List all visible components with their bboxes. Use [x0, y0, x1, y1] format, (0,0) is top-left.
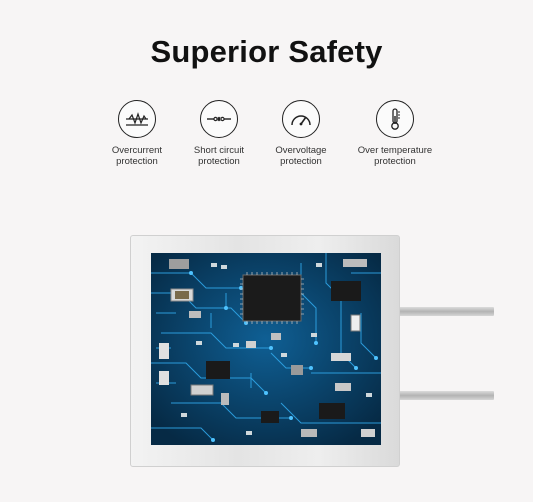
overvoltage-icon — [282, 100, 320, 138]
feature-label: Over temperature protection — [357, 145, 433, 167]
feature-over-temperature: Over temperature protection — [350, 100, 440, 167]
circuit-board-graphic — [151, 253, 381, 445]
feature-overcurrent: Overcurrent protection — [92, 100, 182, 167]
feature-label: Overvoltage protection — [275, 145, 327, 167]
charger-prong-top — [398, 307, 494, 316]
feature-list: Overcurrent protection Short circuit pro… — [92, 100, 456, 170]
overcurrent-icon — [118, 100, 156, 138]
page-title: Superior Safety — [150, 34, 383, 69]
thermometer-icon — [376, 100, 414, 138]
short-circuit-icon — [200, 100, 238, 138]
charger-illustration — [130, 235, 494, 467]
feature-label: Overcurrent protection — [111, 145, 163, 167]
charger-prong-bottom — [398, 391, 494, 400]
circuit-board — [151, 253, 381, 445]
feature-short-circuit: Short circuit protection — [174, 100, 264, 167]
charger-housing — [130, 235, 400, 467]
feature-label: Short circuit protection — [193, 145, 245, 167]
feature-overvoltage: Overvoltage protection — [256, 100, 346, 167]
